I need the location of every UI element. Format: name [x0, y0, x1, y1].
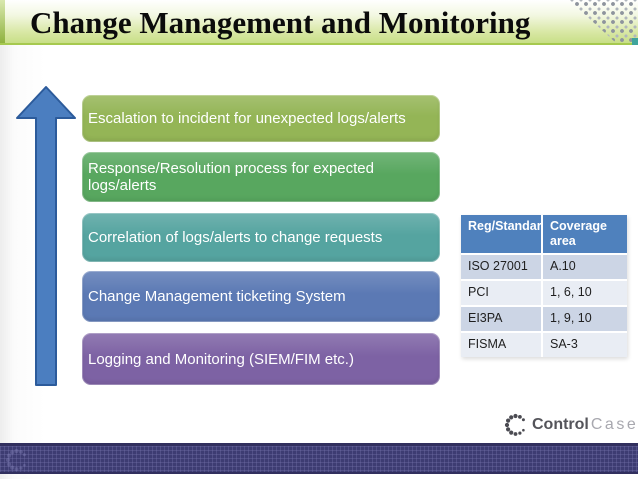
table-cell-standard: ISO 27001 — [461, 254, 543, 279]
table-row-iso-27001: ISO 27001 A.10 — [461, 254, 627, 281]
process-bar-escalation: Escalation to incident for unexpected lo… — [82, 95, 440, 142]
footer-watermark-c-icon — [5, 448, 26, 471]
process-bar-label: Response/Resolution process for expected… — [88, 160, 374, 194]
footer-bar — [0, 443, 638, 474]
process-bar-logging-monitoring: Logging and Monitoring (SIEM/FIM etc.) — [82, 333, 440, 385]
process-bar-ticketing-system: Change Management ticketing System — [82, 271, 440, 322]
process-bar-label: Logging and Monitoring (SIEM/FIM etc.) — [88, 350, 354, 368]
table-cell-standard: FISMA — [461, 332, 543, 357]
table-row-pci: PCI 1, 6, 10 — [461, 280, 627, 307]
process-bar-label: Correlation of logs/alerts to change req… — [88, 229, 383, 246]
table-cell-coverage: 1, 6, 10 — [543, 280, 627, 305]
table-cell-standard: EI3PA — [461, 306, 543, 331]
table-header-coverage-area: Coverage area — [543, 215, 627, 253]
teal-corner-accent — [632, 38, 638, 45]
header-accent-strip — [0, 0, 5, 43]
process-bar-label: Change Management ticketing System — [88, 288, 346, 305]
controlcase-dotted-c-icon — [504, 413, 525, 436]
table-cell-coverage: A.10 — [543, 254, 627, 279]
process-bar-response-resolution: Response/Resolution process for expected… — [82, 152, 440, 202]
process-bar-correlation: Correlation of logs/alerts to change req… — [82, 213, 440, 262]
logo-text-case: Case — [590, 416, 638, 433]
table-row-ei3pa: EI3PA 1, 9, 10 — [461, 306, 627, 333]
title-banner: Change Management and Monitoring — [0, 0, 638, 45]
table-cell-coverage: 1, 9, 10 — [543, 306, 627, 331]
table-header-reg-standard: Reg/Standard — [461, 215, 549, 253]
up-arrow-icon — [16, 86, 76, 386]
table-cell-coverage: SA-3 — [543, 332, 627, 357]
table-cell-standard: PCI — [461, 280, 543, 305]
slide-title: Change Management and Monitoring — [30, 5, 531, 40]
table-header-row: Reg/Standard Coverage area — [461, 215, 627, 255]
coverage-table: Reg/Standard Coverage area ISO 27001 A.1… — [461, 215, 627, 357]
process-bar-label: Escalation to incident for unexpected lo… — [88, 110, 406, 127]
logo-text-control: Control — [532, 416, 589, 433]
table-row-fisma: FISMA SA-3 — [461, 332, 627, 357]
